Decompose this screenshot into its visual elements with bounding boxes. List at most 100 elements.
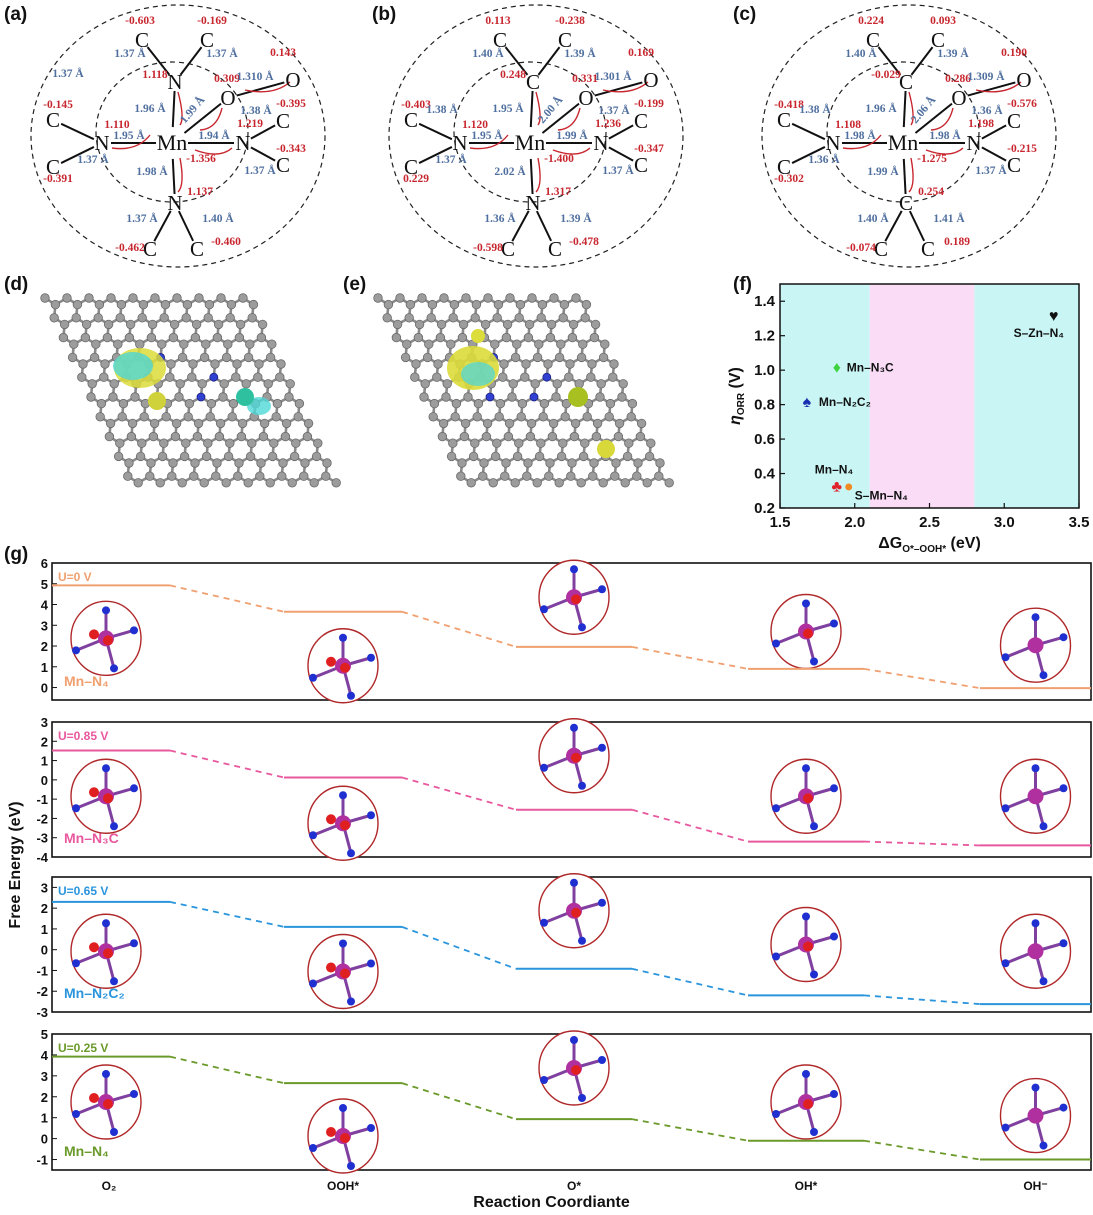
carbon-atom [417, 293, 427, 303]
ligand-atom [367, 1124, 375, 1132]
energy-connector-dashed [401, 610, 517, 648]
ligand-atom [72, 959, 80, 968]
bond-length-b-br: 1.40 Å [202, 211, 234, 225]
carbon-atom [303, 418, 314, 429]
carbon-atom [624, 438, 634, 448]
carbon-atom [468, 451, 479, 462]
y-tick-label: 2 [41, 734, 48, 749]
carbon-atom [190, 332, 201, 343]
oxygen-atom [340, 968, 350, 979]
ligand-atom [1039, 977, 1048, 986]
data-point-marker: ● [844, 479, 854, 496]
carbon-atom [116, 299, 127, 310]
bond-length-b-tr: 1.39 Å [937, 46, 969, 60]
carbon-atom [267, 451, 278, 462]
charge-transfer-arrow [469, 134, 509, 150]
ligand-atom [578, 1094, 586, 1102]
carbon-atom [71, 313, 81, 323]
y-tick-label: 1 [41, 754, 48, 769]
nitrogen-atom [485, 392, 495, 402]
carbon-atom [461, 293, 471, 303]
bader-charge-c-bl: -0.598 [473, 242, 503, 254]
bader-charge-c-tr: 0.093 [930, 15, 956, 27]
carbon-atom [179, 451, 190, 462]
carbon-atom [492, 438, 502, 448]
oxygen-atom [340, 820, 350, 831]
reaction-step-label: OH* [795, 1179, 818, 1193]
carbon-atom [534, 339, 544, 349]
carbon-atom [205, 412, 215, 422]
carbon-atom [256, 458, 266, 468]
ligand-atom [1059, 1103, 1068, 1112]
ligand-atom [130, 784, 138, 793]
charge-depletion-blob [461, 362, 495, 386]
carbon-atom [608, 372, 618, 382]
bond-length-b-rd: 1.37 Å [602, 163, 634, 177]
carbon-atom [100, 359, 110, 369]
carbon-atom [515, 299, 526, 310]
carbon-atom [191, 319, 202, 330]
carbon-atom [413, 332, 424, 343]
carbon-atom [644, 451, 655, 462]
charge-transfer-arrow [602, 81, 649, 93]
oxygen-atom [89, 1093, 99, 1103]
bond-length-b-ld: 1.37 Å [435, 152, 467, 166]
adsorbate-structure-thumbnail [538, 718, 610, 794]
carbon-atom [203, 438, 213, 448]
carbon-atom [228, 398, 239, 409]
carbon-atom [300, 458, 310, 468]
carbon-atom [67, 352, 78, 363]
carbon-atom [117, 412, 127, 422]
nitrogen-atom [542, 372, 552, 382]
chemical-bond-line [177, 210, 195, 242]
atom-label-c-tr: C [558, 28, 572, 52]
ligand-atom [598, 1056, 606, 1064]
y-tick-label: -1 [36, 963, 48, 978]
x-tick-label: 3.5 [1069, 514, 1090, 531]
mn-atom [1027, 788, 1044, 805]
carbon-atom [199, 478, 209, 488]
carbon-atom [490, 339, 500, 349]
carbon-atom [245, 339, 255, 349]
mn-atom [568, 387, 588, 407]
carbon-atom [168, 332, 179, 343]
ligand-atom [810, 657, 818, 666]
y-tick-label: 1.0 [754, 362, 775, 379]
carbon-atom [551, 392, 561, 402]
adsorbate-structure-thumbnail [538, 873, 610, 949]
carbon-atom [566, 471, 576, 481]
carbon-atom [498, 372, 508, 382]
oxygen-atom [103, 635, 113, 646]
carbon-atom [86, 392, 96, 402]
carbon-atom [225, 438, 235, 448]
carbon-atom [480, 319, 491, 330]
carbon-atom [441, 392, 451, 402]
ligand-atom [570, 1036, 578, 1044]
carbon-atom [213, 319, 224, 330]
bond-length-b-br: 1.41 Å [933, 211, 965, 225]
carbon-atom [510, 478, 520, 488]
outer-shell-dashed-circle [30, 4, 326, 268]
carbon-atom [558, 438, 568, 448]
carbon-atom [214, 431, 225, 442]
atom-label-c-tl: C [866, 28, 880, 52]
ligand-atom [830, 784, 838, 793]
chemical-bond-line [529, 158, 534, 195]
carbon-atom [446, 339, 456, 349]
carbon-atom [197, 379, 207, 389]
carbon-atom [514, 313, 524, 323]
bond-length-b-top: 1.96 Å [865, 101, 897, 115]
carbon-atom [148, 431, 159, 442]
carbon-atom [81, 319, 92, 330]
adsorbate-structure-thumbnail [770, 1064, 842, 1140]
ligand-atom [339, 939, 347, 948]
carbon-atom [256, 332, 267, 343]
carbon-atom [171, 418, 182, 429]
bond-length-b-top: 1.95 Å [492, 101, 524, 115]
carbon-atom [263, 379, 273, 389]
panel-label-c: (c) [733, 4, 756, 25]
ligand-atom [1031, 613, 1040, 622]
carbon-atom [192, 431, 203, 442]
